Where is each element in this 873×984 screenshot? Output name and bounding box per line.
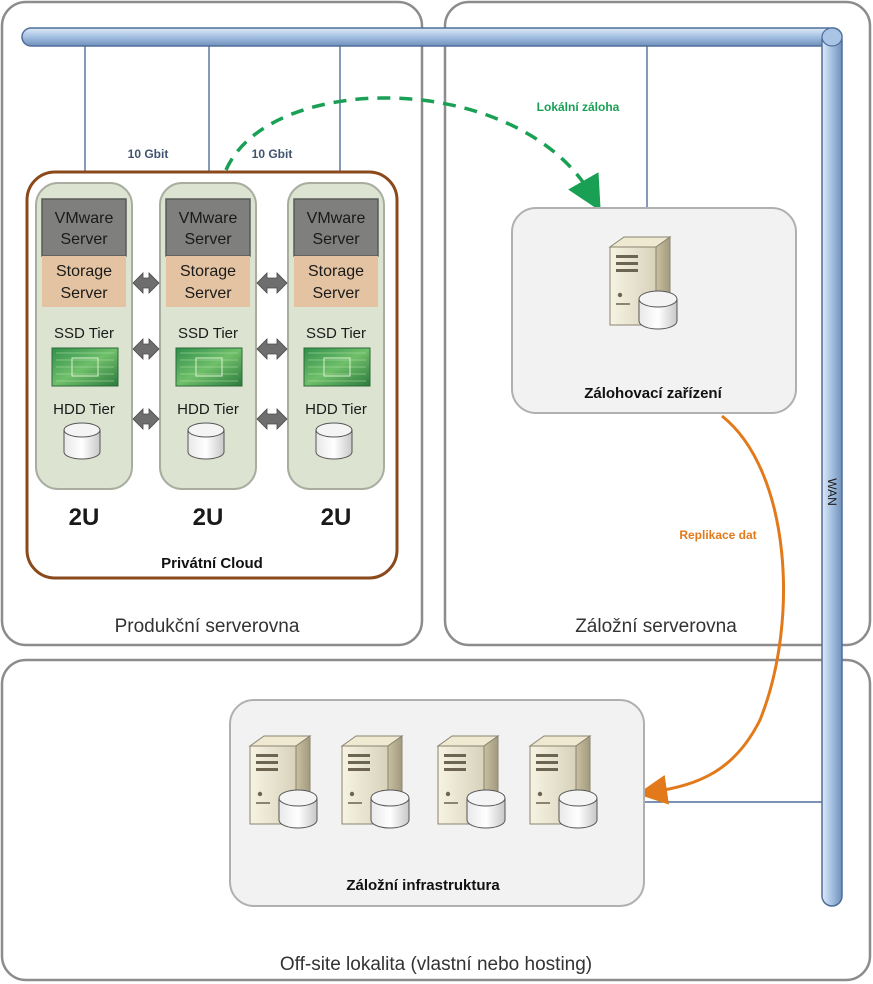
storage-server-label-line2: Server xyxy=(184,285,232,302)
node-size-label: 2U xyxy=(69,504,100,531)
storage-server-label-line2: Server xyxy=(60,285,108,302)
storage-server-box xyxy=(42,256,126,307)
vmware-server-label-line1: VMware xyxy=(55,210,114,227)
hdd-disk-icon xyxy=(63,422,101,460)
ssd-chip-icon xyxy=(175,347,243,387)
hdd-disk-icon xyxy=(187,422,225,460)
private-cloud-title: Privátní Cloud xyxy=(161,555,263,572)
hdd-disk-icon xyxy=(315,422,353,460)
node-size-label: 2U xyxy=(193,504,224,531)
ssd-tier-label: SSD Tier xyxy=(306,325,366,342)
backup-infrastructure-label: Záložní infrastruktura xyxy=(346,877,500,894)
local-backup-arrow xyxy=(224,96,601,212)
vmware-server-label-line2: Server xyxy=(312,231,360,248)
hdd-tier-label: HDD Tier xyxy=(53,401,115,418)
storage-server-label-line2: Server xyxy=(312,285,360,302)
interconnect-arrow xyxy=(256,408,288,430)
infra-server-icon-2 xyxy=(340,735,410,829)
interconnect-arrow xyxy=(132,272,160,294)
storage-server-box xyxy=(166,256,250,307)
storage-server-label-line1: Storage xyxy=(56,263,112,280)
node-interconnects xyxy=(132,272,288,430)
backup-device-server-icon xyxy=(608,236,678,330)
local-backup-label: Lokální záloha xyxy=(537,100,620,114)
interconnect-arrow xyxy=(132,338,160,360)
wan-label: WAN xyxy=(825,478,839,506)
interconnect-arrow xyxy=(256,338,288,360)
vmware-server-box xyxy=(165,198,251,257)
backup-server-icon xyxy=(608,236,678,330)
node-size-label: 2U xyxy=(321,504,352,531)
room-offsite-label: Off-site lokalita (vlastní nebo hosting) xyxy=(280,954,592,975)
interconnect-arrow xyxy=(132,408,160,430)
room-backup-label: Záložní serverovna xyxy=(575,616,737,637)
room-production-label: Produkční serverovna xyxy=(115,616,300,637)
replication-label: Replikace dat xyxy=(679,528,756,542)
infra-server-icon-3 xyxy=(436,735,506,829)
network-bus xyxy=(21,27,843,907)
ssd-chip-icon xyxy=(51,347,119,387)
storage-server-box xyxy=(294,256,378,307)
vmware-server-label-line1: VMware xyxy=(179,210,238,227)
ssd-tier-label: SSD Tier xyxy=(178,325,238,342)
backup-device-label: Zálohovací zařízení xyxy=(584,385,722,402)
ssd-chip-icon xyxy=(303,347,371,387)
backup-infrastructure: Záložní infrastruktura xyxy=(229,699,645,907)
storage-server-label-line1: Storage xyxy=(308,263,364,280)
vmware-server-box xyxy=(293,198,379,257)
infra-server-icon-4 xyxy=(528,735,598,829)
vmware-server-label-line2: Server xyxy=(60,231,108,248)
vmware-server-box xyxy=(41,198,127,257)
storage-server-label-line1: Storage xyxy=(180,263,236,280)
infra-server-icon-1 xyxy=(248,735,318,829)
link-speed-label-left: 10 Gbit xyxy=(128,147,169,161)
backup-device: Zálohovací zařízení xyxy=(511,207,797,414)
vmware-server-label-line1: VMware xyxy=(307,210,366,227)
interconnect-arrow xyxy=(256,272,288,294)
link-speed-label-right: 10 Gbit xyxy=(252,147,293,161)
ssd-tier-label: SSD Tier xyxy=(54,325,114,342)
hdd-tier-label: HDD Tier xyxy=(177,401,239,418)
replication-arrow xyxy=(637,414,785,805)
hdd-tier-label: HDD Tier xyxy=(305,401,367,418)
vmware-server-label-line2: Server xyxy=(184,231,232,248)
